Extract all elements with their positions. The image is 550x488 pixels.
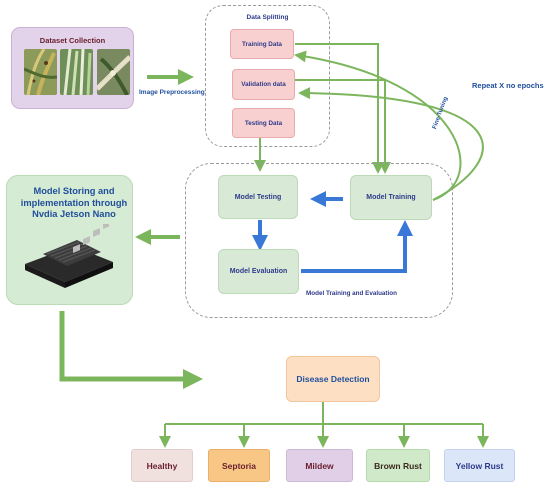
training-data-box: Training Data [230,29,294,59]
arrow-storing-to-detection [59,311,203,389]
model-training-box: Model Training [350,175,432,220]
image-preprocessing-label: Image Preprocessing [139,89,205,96]
training-evaluation-caption: Model Training and Evaluation [306,290,397,297]
model-storing-title: Model Storing and implementation through… [20,186,128,219]
repeat-epochs-label: Repeat X no epochs [472,81,544,90]
model-evaluation-box: Model Evaluation [218,249,299,294]
leaf-photo-icon [24,49,57,95]
jetson-board-icon [25,224,113,288]
arrow-evaluation-to-training [301,220,413,273]
class-healthy: Healthy [131,449,193,482]
repeat-loop-curve-2 [298,87,484,201]
dataset-collection-box: Dataset Collection [11,27,134,109]
disease-detection-box: Disease Detection [286,356,380,402]
class-septoria: Septoria [208,449,270,482]
leaf-photo-icon [60,49,93,95]
training-evaluation-group [185,163,453,318]
class-yellow-rust: Yellow Rust [444,449,515,482]
class-mildew: Mildew [286,449,353,482]
testing-data-box: Testing Data [232,108,295,138]
data-splitting-group [205,5,330,147]
class-brown-rust: Brown Rust [366,449,430,482]
validation-data-box: Validation data [232,69,295,100]
arrow-training-data [295,43,384,174]
model-testing-box: Model Testing [218,175,298,219]
model-storing-box: Model Storing and implementation through… [6,175,133,305]
dataset-collection-title: Dataset Collection [39,36,106,45]
leaf-photo-icon [97,49,130,95]
data-splitting-title: Data Splitting [246,14,289,21]
